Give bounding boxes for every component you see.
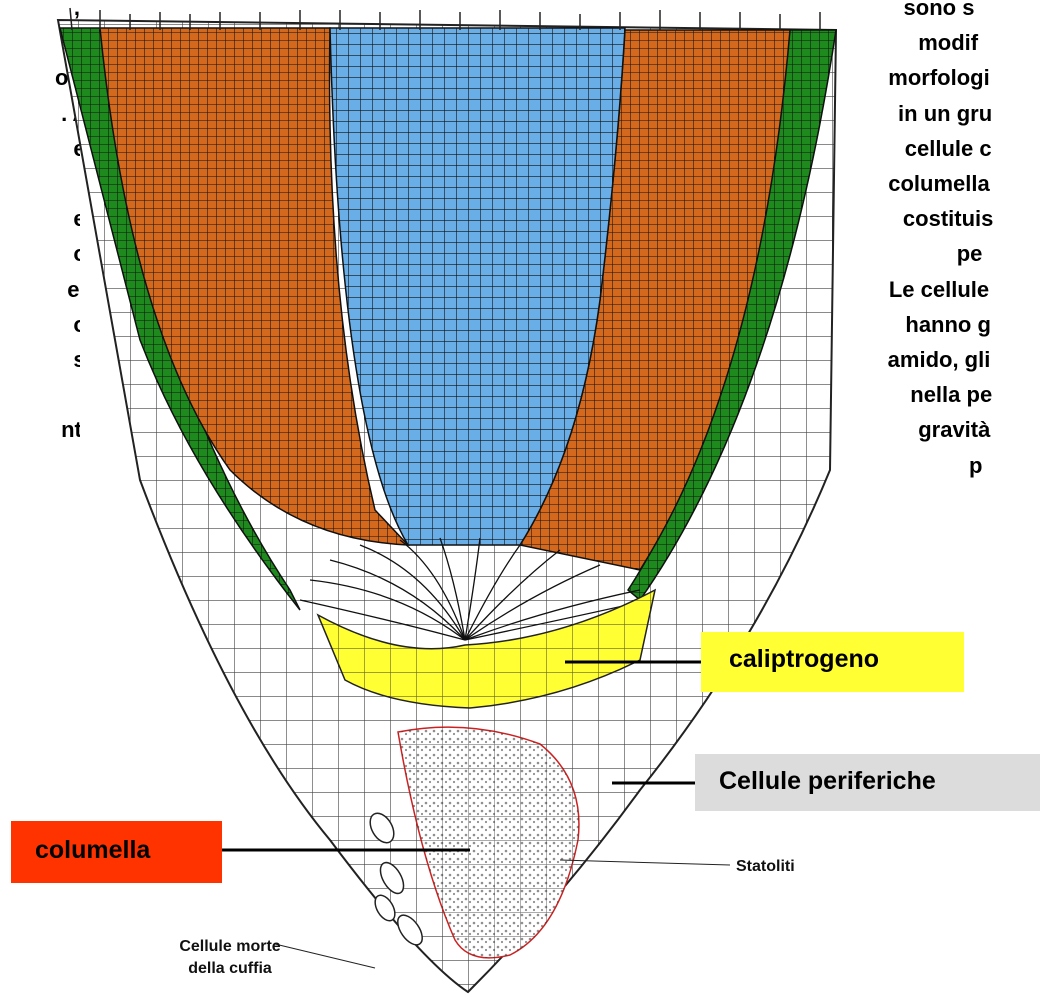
cellule-morte-label: Cellule morte della cuffia — [130, 936, 330, 980]
statoliti-label: Statoliti — [736, 856, 795, 878]
columella-label: columella — [11, 821, 222, 883]
caliptrogeno-label: caliptrogeno — [701, 632, 964, 692]
caliptrogeno-label-text: caliptrogeno — [729, 645, 879, 673]
columella-label-text: columella — [35, 836, 150, 864]
periferiche-label-text: Cellule periferiche — [719, 767, 936, 795]
periferiche-label: Cellule periferiche — [695, 754, 1040, 811]
